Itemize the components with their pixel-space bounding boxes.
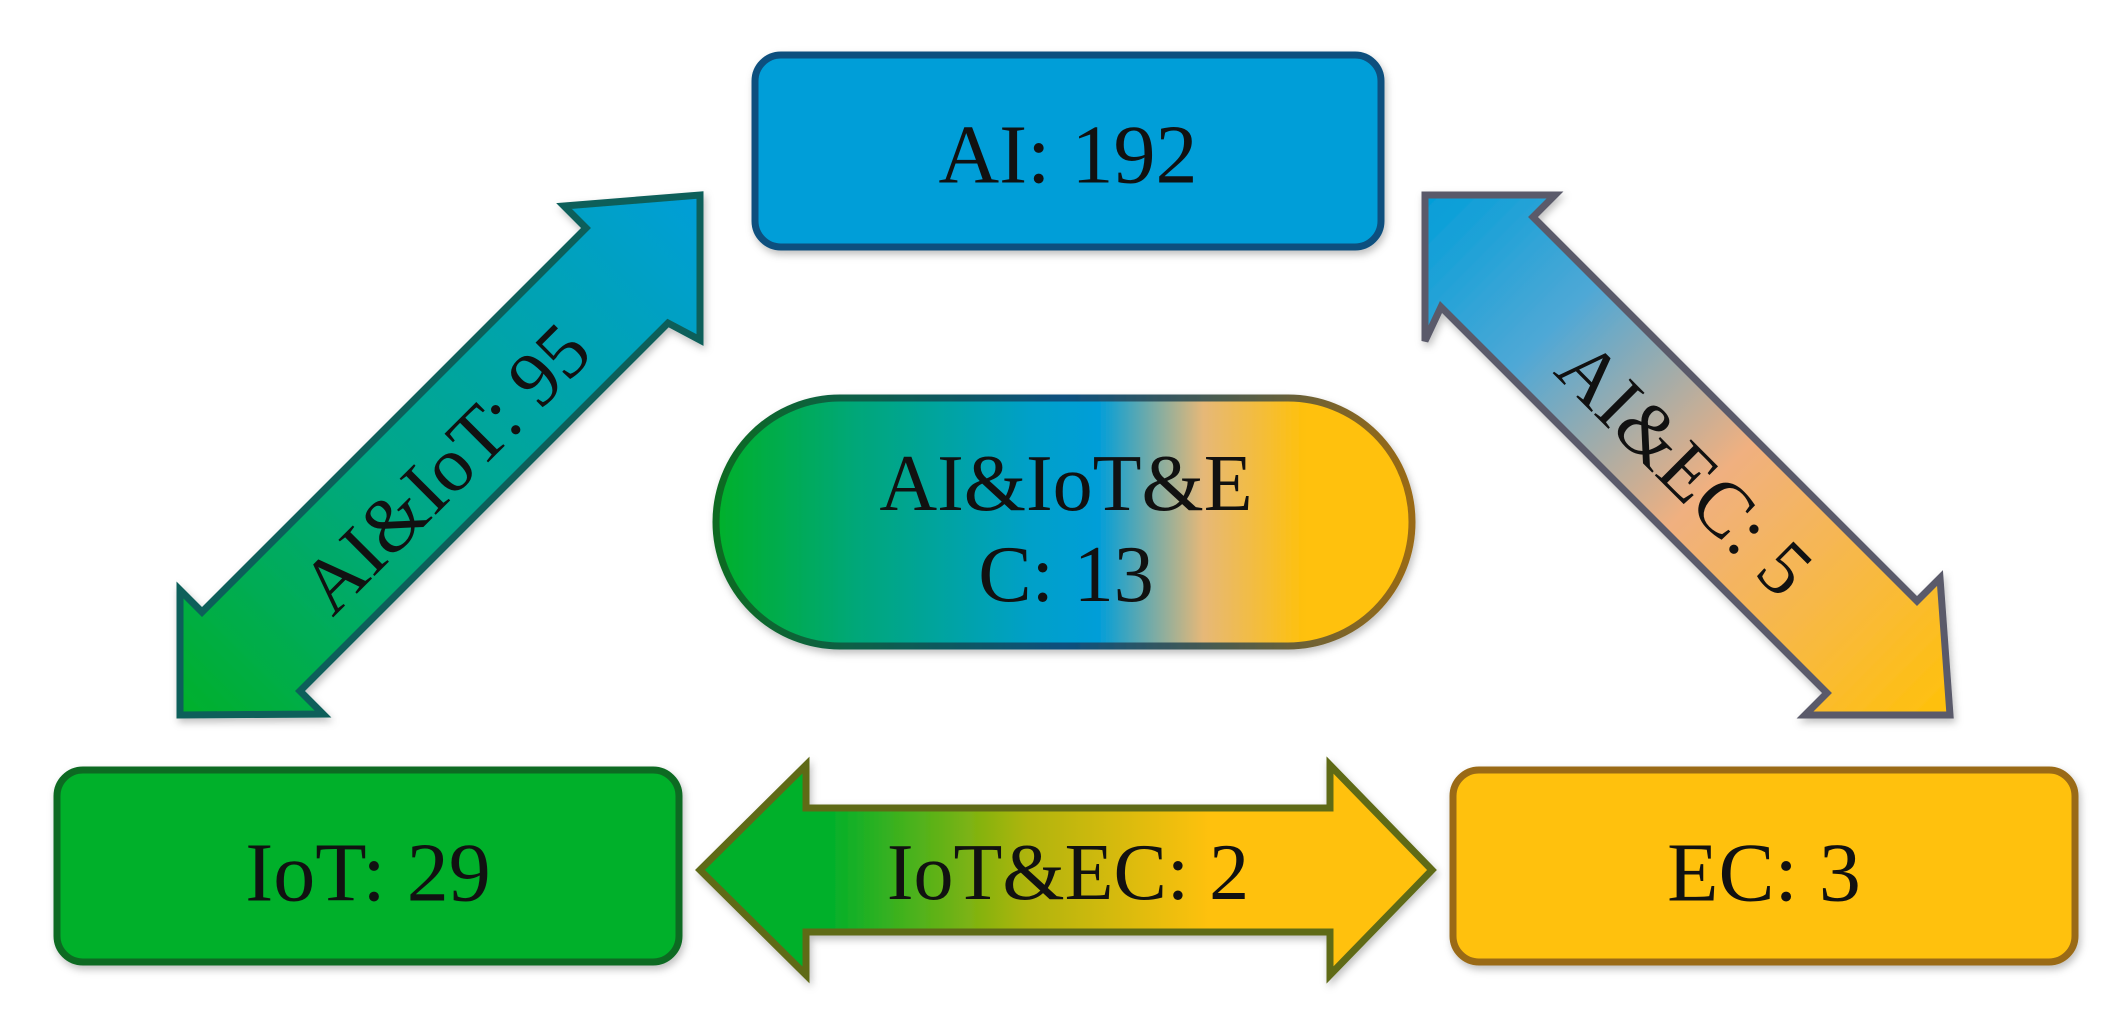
arrow-ai-iot-label: AI&IoT: 95 [283,306,607,630]
arrow-ai-iot: AI&IoT: 95 [176,191,704,719]
ai-box-shape [751,51,1385,251]
arrow-iot-ec-label: IoT&EC: 2 [887,829,1249,917]
iot-box-shape [53,766,683,966]
ec-box-shape [1449,766,2079,966]
arrow-ai-ec-shape [1421,191,1954,719]
ec-box: EC: 3 [1449,766,2079,966]
center-pill-shape [712,394,1416,650]
iot-box: IoT: 29 [53,766,683,966]
center-label-line2: C: 13 [978,531,1154,619]
ai-box: AI: 192 [751,51,1385,251]
ai-box-label: AI: 192 [939,109,1198,202]
arrow-ai-iot-shape [176,191,704,719]
iot-box-label: IoT: 29 [245,827,490,920]
ec-box-label: EC: 3 [1667,827,1861,920]
center-intersection: AI&IoT&E C: 13 [712,394,1416,650]
arrow-ai-ec: AI&EC: 5 [1421,191,1954,719]
arrow-iot-ec: IoT&EC: 2 [695,756,1437,984]
center-label-line1: AI&IoT&E [879,440,1252,528]
arrow-iot-ec-shape [695,756,1437,984]
